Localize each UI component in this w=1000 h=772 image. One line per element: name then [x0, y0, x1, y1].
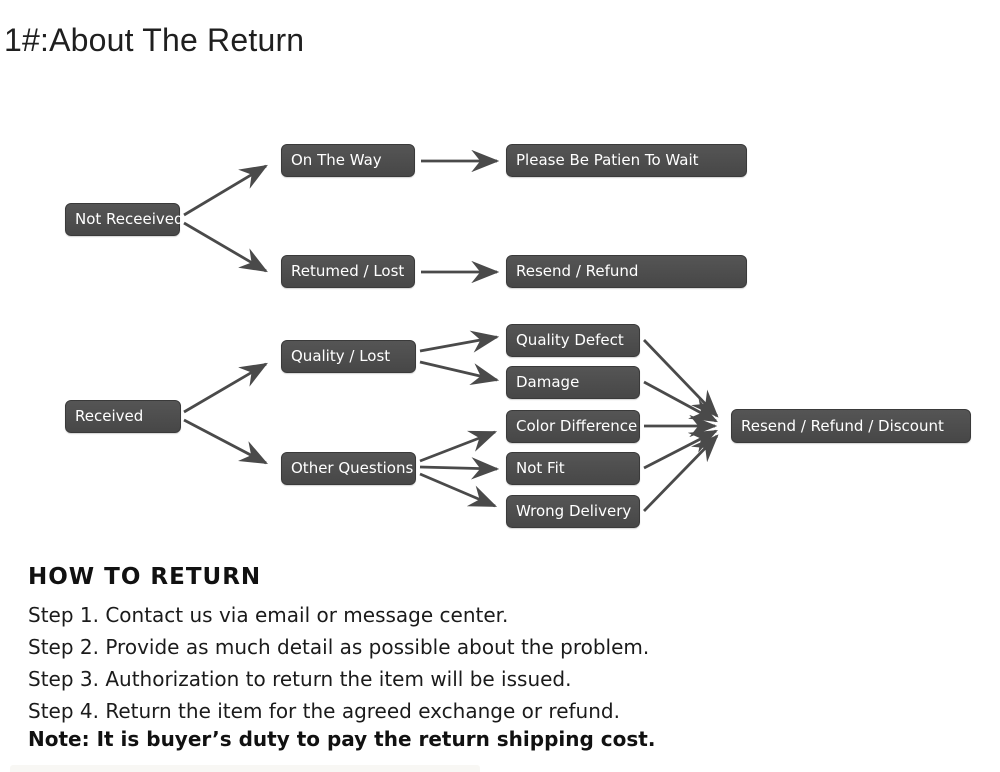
flow-node-color-difference: Color Difference [506, 410, 640, 443]
return-step-4: Step 4. Return the item for the agreed e… [28, 699, 620, 723]
flow-node-damage: Damage [506, 366, 640, 399]
page-title: 1#:About The Return [4, 22, 305, 58]
flow-node-quality-defect: Quality Defect [506, 324, 640, 357]
arrow-qualitylost-qualitydefect [419, 330, 500, 353]
next-section-cutoff-strip [10, 765, 480, 772]
arrow-qualitylost-damage [419, 360, 500, 386]
arrow-received-otherquestions [183, 418, 268, 465]
return-note: Note: It is buyer’s duty to pay the retu… [28, 727, 656, 751]
flow-node-received: Received [65, 400, 181, 433]
arrow-otherquestions-notfit [419, 457, 500, 480]
arrow-received-qualitylost [183, 362, 268, 414]
flow-node-please-wait: Please Be Patien To Wait [506, 144, 747, 177]
arrow-otherquestions-wrongdelivery [419, 472, 498, 508]
flow-node-not-fit: Not Fit [506, 452, 640, 485]
return-steps-list: Step 1. Contact us via email or message … [28, 599, 649, 727]
flow-node-returned-lost: Retumed / Lost [281, 255, 415, 288]
flow-node-resend-refund: Resend / Refund [506, 255, 747, 288]
arrow-damage-final [643, 380, 718, 423]
flow-node-quality-lost: Quality / Lost [281, 340, 416, 373]
arrow-notreceived-ontheway [183, 164, 268, 217]
arrow-notfit-final [643, 429, 718, 470]
flow-node-resend-refund-discount: Resend / Refund / Discount [731, 409, 971, 443]
flow-node-other-questions: Other Questions [281, 452, 416, 485]
return-step-3: Step 3. Authorization to return the item… [28, 667, 572, 691]
arrow-qualitydefect-final [642, 339, 719, 418]
return-step-2: Step 2. Provide as much detail as possib… [28, 635, 650, 659]
flow-node-not-received: Not Receeived [65, 203, 184, 236]
flow-node-on-the-way: On The Way [281, 144, 415, 177]
how-to-return-heading: HOW TO RETURN [28, 564, 262, 590]
flow-node-wrong-delivery: Wrong Delivery [506, 495, 640, 528]
arrow-wrongdelivery-final [642, 434, 719, 512]
return-step-1: Step 1. Contact us via email or message … [28, 603, 509, 627]
arrow-otherquestions-colordifference [419, 430, 498, 463]
arrow-notreceived-returnedlost [183, 221, 268, 273]
